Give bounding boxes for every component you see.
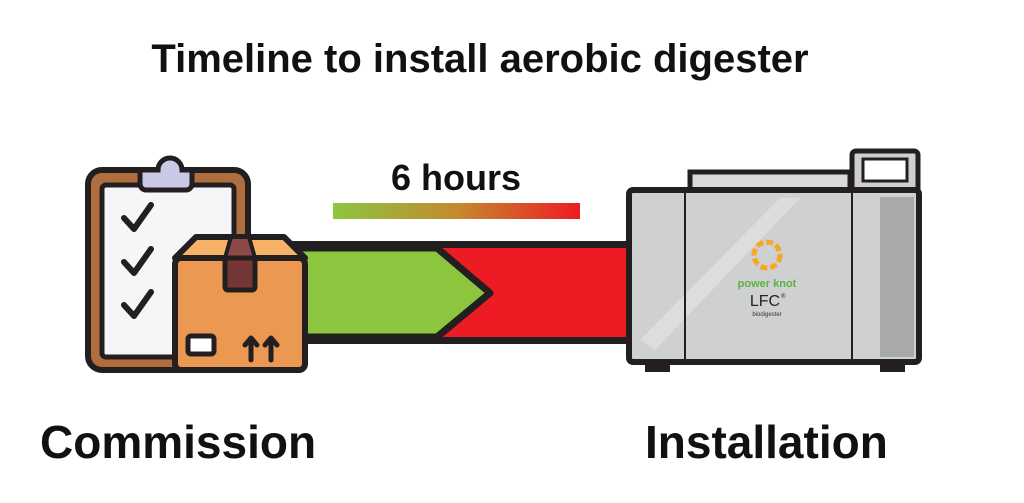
biodigester-machine-icon: power knot LFC ® biodigester [626, 148, 922, 372]
machine-type: biodigester [752, 312, 781, 318]
installation-label: Installation [645, 416, 888, 468]
package-box-icon [172, 234, 308, 373]
brand-name: power knot [738, 278, 797, 290]
diagram-title: Timeline to install aerobic digester [151, 37, 808, 81]
trademark: ® [781, 293, 786, 300]
power-knot-logo [751, 239, 783, 271]
timeline-band [276, 241, 635, 344]
commission-label: Commission [40, 416, 316, 468]
model-name: LFC [750, 293, 780, 310]
duration-gradient-bar [333, 203, 580, 219]
duration-label: 6 hours [391, 157, 521, 198]
